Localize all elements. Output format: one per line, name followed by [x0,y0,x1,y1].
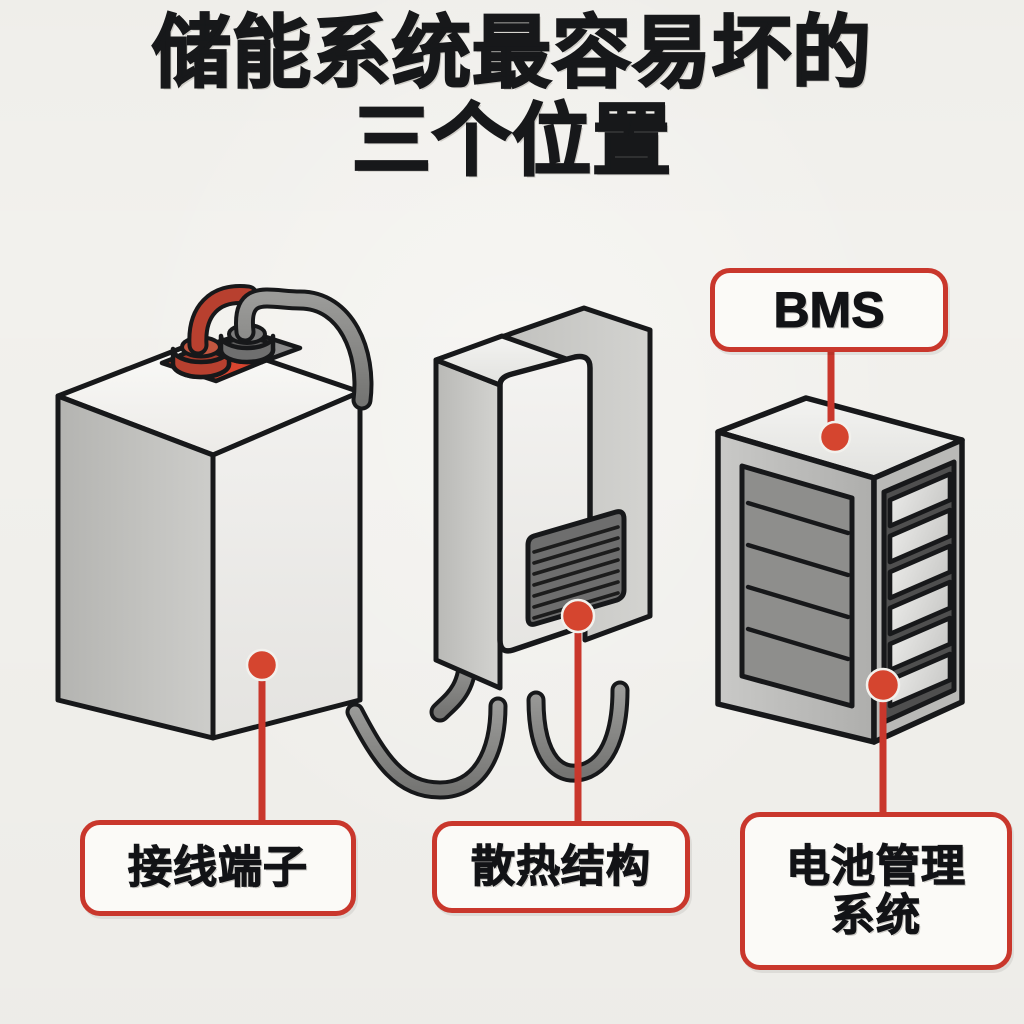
positive-cable [187,284,259,356]
marker-bms [818,420,852,454]
callout-cooling-label: 散热结构 [470,842,651,892]
rack-battery-modules [887,471,953,709]
callout-battery-management-system[interactable]: 电池管理 系统 [740,812,1012,970]
marker-bms-full [865,667,901,703]
marker-terminal [245,648,279,682]
callout-terminal-label: 接线端子 [127,843,308,893]
battery-terminal-assembly [159,284,374,411]
title-line-2: 三个位置 [351,96,672,186]
grille-slats [532,525,620,620]
battery-box [55,336,363,741]
rack-left-shelf-lines [745,500,851,662]
callout-bms[interactable]: BMS [710,268,948,352]
battery-rack [715,395,965,745]
callout-terminal[interactable]: 接线端子 [80,820,356,916]
title-line-1: 储能系统最容易坏的 [151,8,872,97]
callout-bms-full-label: 电池管理 系统 [785,841,966,940]
inverter-unit [429,305,653,723]
interconnect-cables [345,680,630,800]
page-title: 储能系统最容易坏的 三个位置 [0,8,1024,186]
callout-cooling[interactable]: 散热结构 [432,821,690,913]
inverter-vent-grille [525,509,627,627]
callout-bms-label: BMS [773,281,885,338]
negative-cable [233,287,374,411]
marker-cooling [560,598,596,634]
callout-markers [245,420,901,703]
